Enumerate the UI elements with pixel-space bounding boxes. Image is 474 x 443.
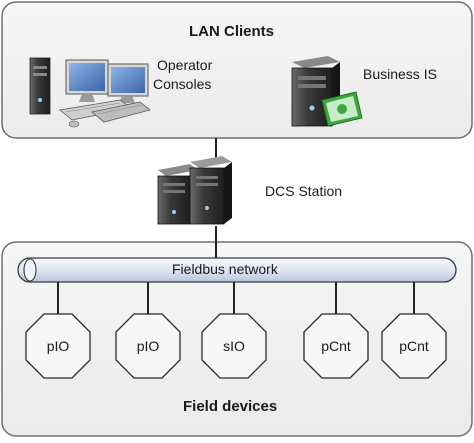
operator-consoles-label-line1: Operator bbox=[157, 57, 213, 73]
device-node-octagon bbox=[115, 313, 181, 379]
device-node-octagon bbox=[25, 313, 91, 379]
business-is-label: Business IS bbox=[363, 66, 437, 82]
device-label: pIO bbox=[136, 338, 160, 354]
device-label: pCnt bbox=[399, 338, 429, 354]
field-devices-title: Field devices bbox=[183, 398, 278, 415]
dcs-station-icon bbox=[157, 156, 232, 225]
device-label: pCnt bbox=[321, 338, 351, 354]
dcs-station-label: DCS Station bbox=[265, 183, 343, 199]
device-label: sIO bbox=[223, 338, 245, 354]
device-node-octagon bbox=[303, 313, 369, 379]
lan-clients-title: LAN Clients bbox=[189, 23, 275, 40]
fieldbus-network-label: Fieldbus network bbox=[172, 261, 278, 277]
operator-consoles-icon bbox=[29, 57, 151, 128]
device-label: pIO bbox=[46, 338, 70, 354]
fieldbus-network-bar bbox=[17, 257, 457, 283]
device-node-octagon bbox=[201, 313, 267, 379]
operator-consoles-label-line2: Consoles bbox=[153, 76, 212, 92]
device-node-octagon bbox=[381, 313, 447, 379]
money-icon bbox=[321, 91, 363, 127]
